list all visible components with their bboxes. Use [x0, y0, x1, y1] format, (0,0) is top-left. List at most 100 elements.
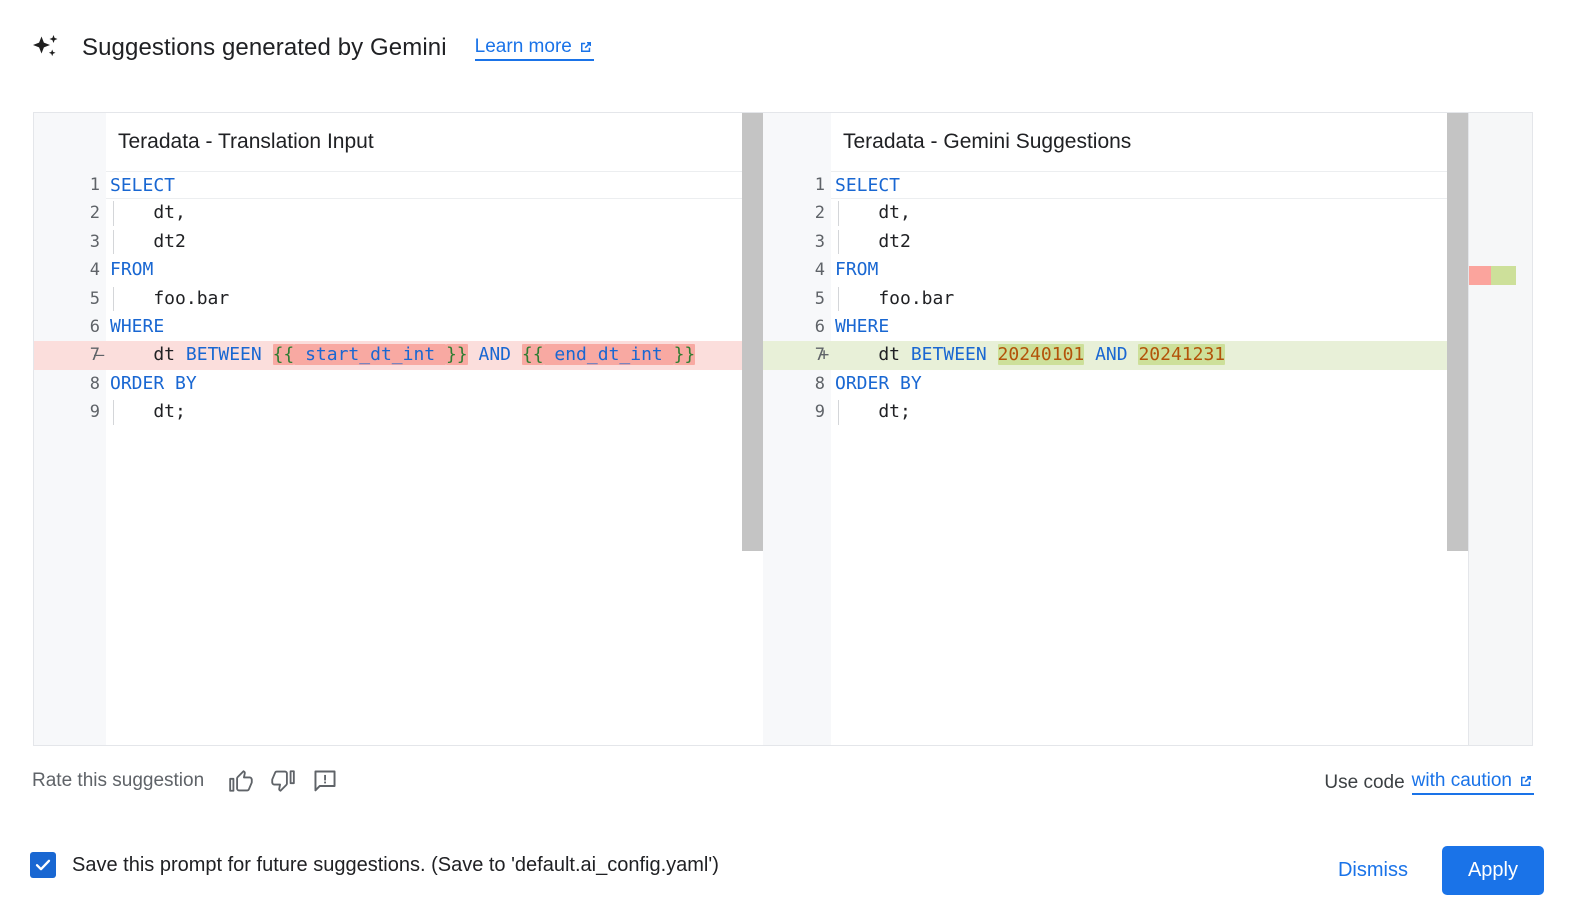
code-token: [511, 344, 522, 365]
scrollbar-right[interactable]: [1447, 113, 1468, 551]
learn-more-link[interactable]: Learn more: [474, 35, 594, 61]
code-token: {{: [272, 344, 295, 366]
code-token: [1128, 344, 1139, 365]
save-prompt-row: Save this prompt for future suggestions.…: [30, 852, 719, 878]
page-title: Suggestions generated by Gemini: [82, 34, 447, 61]
line-number: 8: [89, 373, 100, 394]
code-line: ORDER BY: [106, 370, 763, 398]
code-line: dt,: [831, 199, 1468, 227]
checkmark-icon: [34, 856, 52, 874]
line-number: 3: [89, 231, 100, 252]
rate-label: Rate this suggestion: [32, 770, 205, 791]
pane-title-right: Teradata - Gemini Suggestions: [830, 113, 1132, 171]
external-link-icon: [578, 39, 594, 55]
code-token: [468, 344, 479, 365]
diff-pane-original: 1 2 3 4 5 6 7— 8 9 Teradata - Translation Input …: [34, 113, 763, 745]
code-token: }}: [445, 344, 468, 366]
line-number: 8: [814, 373, 825, 394]
line-numbers-left: 1 2 3 4 5 6 7— 8 9: [34, 171, 106, 427]
overview-marker-removed: [1469, 266, 1491, 285]
use-code-disclaimer: Use code with caution: [1324, 770, 1534, 795]
code-token: ORDER BY: [110, 372, 197, 394]
code-token: AND: [1095, 344, 1128, 366]
line-number: 1: [89, 175, 100, 195]
code-token: BETWEEN: [910, 344, 998, 366]
footer-actions: Dismiss Apply: [1326, 846, 1544, 895]
line-number: 3: [814, 231, 825, 252]
diff-editor: 1 2 3 4 5 6 7— 8 9 Teradata - Translation Input …: [33, 112, 1533, 746]
code-area-left[interactable]: Teradata - Translation Input SELECT dt, …: [106, 113, 763, 745]
line-number: 2: [89, 203, 100, 224]
code-line: WHERE: [106, 313, 763, 341]
code-token: SELECT: [834, 175, 901, 196]
external-link-icon: [1518, 773, 1534, 789]
sparkle-icon: [28, 31, 62, 65]
code-token: FROM: [834, 259, 879, 281]
code-line: SELECT: [106, 171, 763, 200]
pane-title-left: Teradata - Translation Input: [106, 113, 374, 171]
code-token: FROM: [110, 259, 154, 281]
code-token: WHERE: [834, 315, 890, 337]
overview-marker-added: [1491, 266, 1516, 285]
code-line: dt,: [106, 199, 763, 227]
line-number: 9: [89, 402, 100, 423]
use-code-prefix: Use code: [1324, 771, 1405, 793]
code-token: AND: [478, 344, 512, 366]
line-number: 5: [89, 288, 100, 309]
with-caution-link[interactable]: with caution: [1411, 770, 1534, 795]
code-line: dt2: [106, 228, 763, 256]
line-number: 1: [814, 175, 825, 195]
code-token: [1084, 344, 1095, 365]
scrollbar-left[interactable]: [742, 113, 763, 551]
code-line: WHERE: [831, 313, 1468, 341]
code-line: foo.bar: [831, 285, 1468, 313]
code-token: BETWEEN: [185, 344, 273, 366]
code-line: FROM: [106, 256, 763, 284]
diff-overview-ruler[interactable]: [1468, 113, 1532, 745]
code-line: dt BETWEEN 20240101 AND 20241231: [830, 341, 1468, 370]
code-token: dt,: [834, 202, 911, 224]
line-number-gutter-left: 1 2 3 4 5 6 7— 8 9: [34, 113, 106, 745]
dismiss-button[interactable]: Dismiss: [1326, 849, 1420, 892]
report-feedback-icon[interactable]: [312, 768, 338, 794]
code-token: {{: [521, 344, 544, 366]
code-line: foo.bar: [106, 285, 763, 313]
code-token: 20241231: [1138, 344, 1226, 366]
code-token: dt;: [834, 401, 911, 423]
save-prompt-label: Save this prompt for future suggestions.…: [72, 853, 719, 876]
line-number: 4: [814, 260, 825, 281]
code-token: foo.bar: [834, 287, 955, 309]
code-token: WHERE: [110, 315, 165, 337]
apply-button[interactable]: Apply: [1441, 846, 1544, 895]
save-prompt-checkbox[interactable]: [30, 852, 56, 878]
thumb-down-icon[interactable]: [270, 768, 296, 794]
code-token: dt2: [110, 230, 186, 252]
line-number: 6: [89, 316, 100, 337]
code-line: ORDER BY: [831, 370, 1468, 398]
code-line: dt;: [831, 398, 1468, 426]
line-number: 2: [814, 203, 825, 224]
code-area-right[interactable]: Teradata - Gemini Suggestions SELECT dt,…: [830, 113, 1468, 745]
diff-sign: —: [94, 345, 105, 366]
thumb-up-icon[interactable]: [228, 768, 254, 794]
code-token: dt: [110, 344, 186, 366]
line-number: 5: [814, 288, 825, 309]
learn-more-label: Learn more: [474, 35, 572, 57]
code-token: 20240101: [997, 344, 1085, 366]
code-token: dt;: [110, 401, 186, 423]
code-line: FROM: [831, 256, 1468, 284]
line-number: 7—: [34, 341, 106, 370]
code-token: }}: [673, 344, 696, 366]
line-number: 7+: [762, 341, 831, 370]
code-token: dt: [834, 344, 911, 366]
line-number: 4: [89, 260, 100, 281]
code-token: start_dt_int: [294, 344, 446, 366]
code-token: dt,: [110, 202, 186, 224]
line-number: 6: [814, 316, 825, 337]
code-line: dt;: [106, 398, 763, 426]
